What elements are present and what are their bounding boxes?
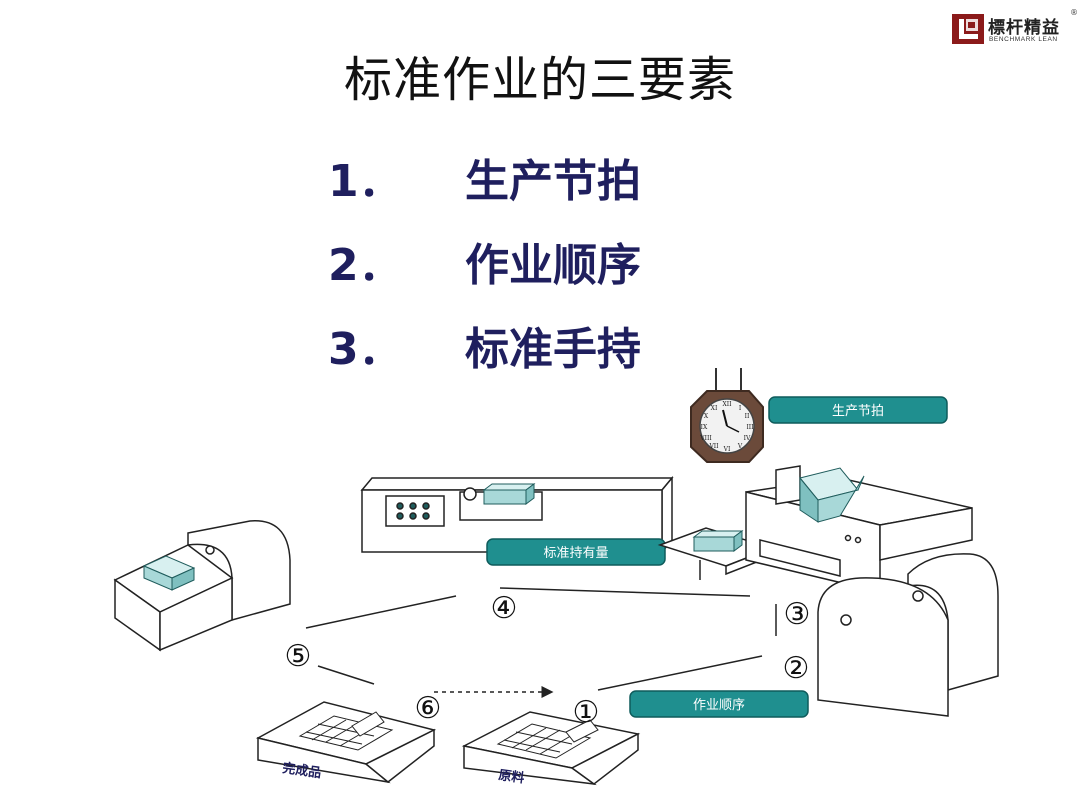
label-raw-material: 原料 [497, 767, 525, 786]
tag-takt-label: 生产节拍 [832, 404, 884, 419]
list-item-text: 作业顺序 [465, 240, 641, 291]
brand-logo: 標杆精益 ® BENCHMARK LEAN [948, 8, 1080, 48]
step-1: ① [573, 695, 600, 730]
label-finished-goods: 完成品 [281, 760, 322, 781]
svg-text:VIII: VIII [699, 435, 712, 442]
step-5: ⑤ [285, 639, 312, 674]
registered-mark: ® [1070, 8, 1078, 17]
list-item-number: 2． [328, 240, 403, 291]
step-4: ④ [491, 591, 518, 626]
step-2: ② [783, 651, 810, 686]
tag-takt: 生产节拍 [768, 396, 948, 424]
list-item-text: 标准手持 [465, 324, 641, 375]
part-icon [692, 530, 744, 552]
machine-left [113, 520, 291, 652]
svg-text:IV: IV [744, 435, 751, 442]
svg-text:V: V [737, 443, 743, 450]
benchmark-lean-logo-icon [952, 14, 984, 44]
part-icon [142, 555, 196, 591]
svg-text:XI: XI [711, 405, 718, 412]
step-numbers: ① ② ③ ④ ⑤ ⑥ [285, 591, 811, 730]
tray-finished-goods [255, 701, 437, 784]
svg-text:VI: VI [723, 446, 731, 453]
list-item-number: 3． [328, 324, 403, 375]
tag-sequence: 作业顺序 [629, 690, 809, 718]
svg-text:X: X [704, 413, 709, 420]
part-icon [482, 483, 536, 505]
tag-sequence-label: 作业顺序 [693, 698, 745, 713]
machine-right [817, 553, 999, 717]
tray-raw-material [461, 711, 641, 786]
logo-chinese-text: 標杆精益 [988, 18, 1060, 38]
svg-text:VII: VII [708, 443, 719, 450]
list-item-number: 1． [328, 156, 403, 207]
sequence-flow-lines [305, 587, 777, 698]
svg-text:IX: IX [701, 424, 708, 431]
step-3: ③ [784, 597, 811, 632]
svg-text:I: I [739, 405, 742, 412]
step-6: ⑥ [415, 691, 442, 726]
tag-wip-label: 标准持有量 [543, 546, 608, 561]
svg-text:II: II [745, 413, 750, 420]
tag-wip: 标准持有量 [486, 538, 666, 566]
box-part-icon [799, 467, 865, 523]
svg-text:XII: XII [722, 401, 732, 408]
logo-english-text: BENCHMARK LEAN [989, 36, 1058, 43]
slide-title: 标准作业的三要素 [343, 52, 736, 108]
svg-text:III: III [746, 424, 754, 431]
list-item-text: 生产节拍 [465, 156, 641, 207]
